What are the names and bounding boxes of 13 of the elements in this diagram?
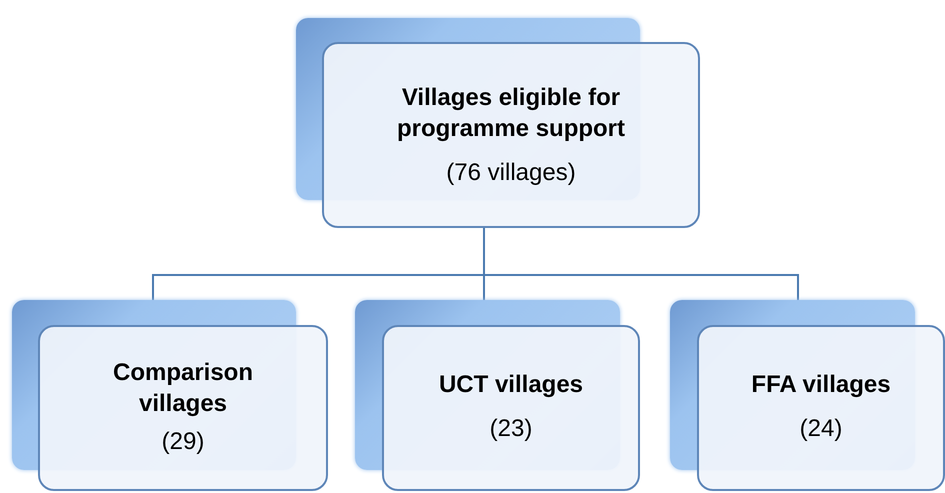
stacked-card [670, 300, 945, 491]
count-label: (29) [162, 427, 204, 457]
count-label: (76 villages) [446, 158, 576, 188]
count-label: (23) [490, 414, 532, 444]
count-label: (24) [800, 414, 842, 444]
stacked-card [12, 300, 328, 491]
card-heading: Villages eligible for programme support [396, 83, 626, 144]
card-heading: Comparison villages [112, 358, 254, 419]
stacked-card [296, 18, 700, 228]
card-heading: UCT villages [438, 370, 584, 400]
card-heading: FFA villages [751, 370, 891, 400]
stacked-card [355, 300, 640, 491]
connector-line [483, 228, 799, 300]
